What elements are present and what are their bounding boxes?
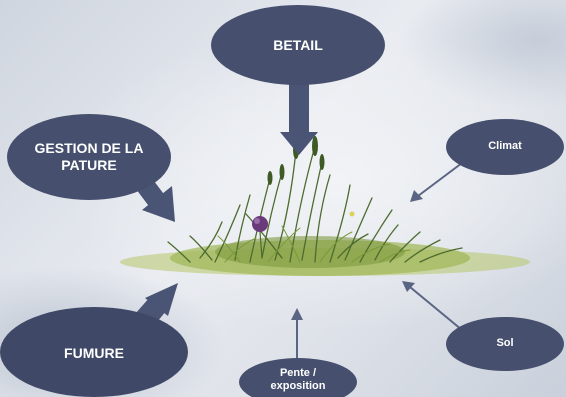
arrow-betail xyxy=(280,82,318,155)
flower-icon xyxy=(252,216,268,259)
node-gestion xyxy=(7,114,171,200)
arrow-climat xyxy=(410,162,463,202)
thin-arrows xyxy=(291,162,463,360)
node-betail xyxy=(211,5,385,85)
node-pente xyxy=(239,358,357,397)
node-fumure xyxy=(0,307,188,397)
node-sol xyxy=(446,317,564,371)
grassland-illustration xyxy=(120,136,530,276)
arrow-sol xyxy=(402,281,463,331)
nodes xyxy=(0,5,564,397)
node-climat xyxy=(446,119,564,175)
arrow-pente xyxy=(291,308,303,360)
large-arrows xyxy=(128,82,318,337)
